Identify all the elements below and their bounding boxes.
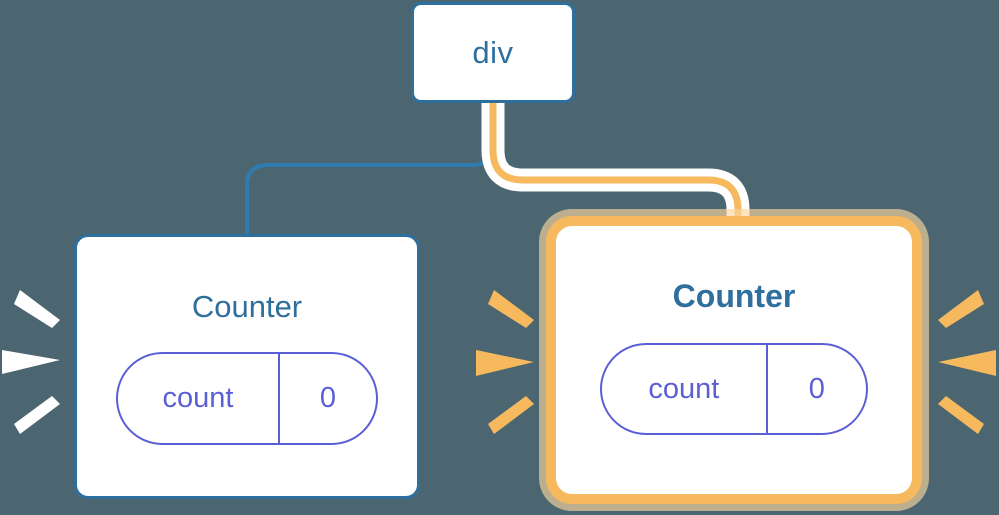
state-value-left: 0 <box>277 354 376 443</box>
state-key-left: count <box>162 382 234 414</box>
sparkle-ray-icon <box>488 290 534 328</box>
sparkle-ray-icon <box>938 396 984 434</box>
node-counter-right[interactable]: Counter count 0 <box>546 216 922 504</box>
sparkle-ray-icon <box>938 350 996 376</box>
sparkle-burst-orange-middle <box>476 290 534 434</box>
sparkle-ray-icon <box>14 396 60 434</box>
sparkle-ray-icon <box>488 396 534 434</box>
node-counter-left[interactable]: Counter count 0 <box>74 234 420 499</box>
edge-div-to-counter-left <box>245 101 495 238</box>
sparkle-ray-icon <box>14 290 60 328</box>
state-pill-left: count 0 <box>116 352 378 445</box>
sparkle-ray-icon <box>938 290 984 328</box>
sparkle-ray-icon <box>476 350 534 376</box>
sparkle-ray-icon <box>2 350 60 374</box>
sparkle-burst-white-left <box>2 290 60 434</box>
state-pill-right: count 0 <box>600 343 868 435</box>
node-counter-right-label: Counter <box>672 278 796 314</box>
node-div-label: div <box>472 34 514 70</box>
state-key-right: count <box>648 372 720 405</box>
state-value-right: 0 <box>765 345 866 433</box>
node-counter-left-label: Counter <box>191 289 303 324</box>
node-div[interactable]: div <box>411 2 575 103</box>
sparkle-burst-orange-right <box>938 290 996 434</box>
